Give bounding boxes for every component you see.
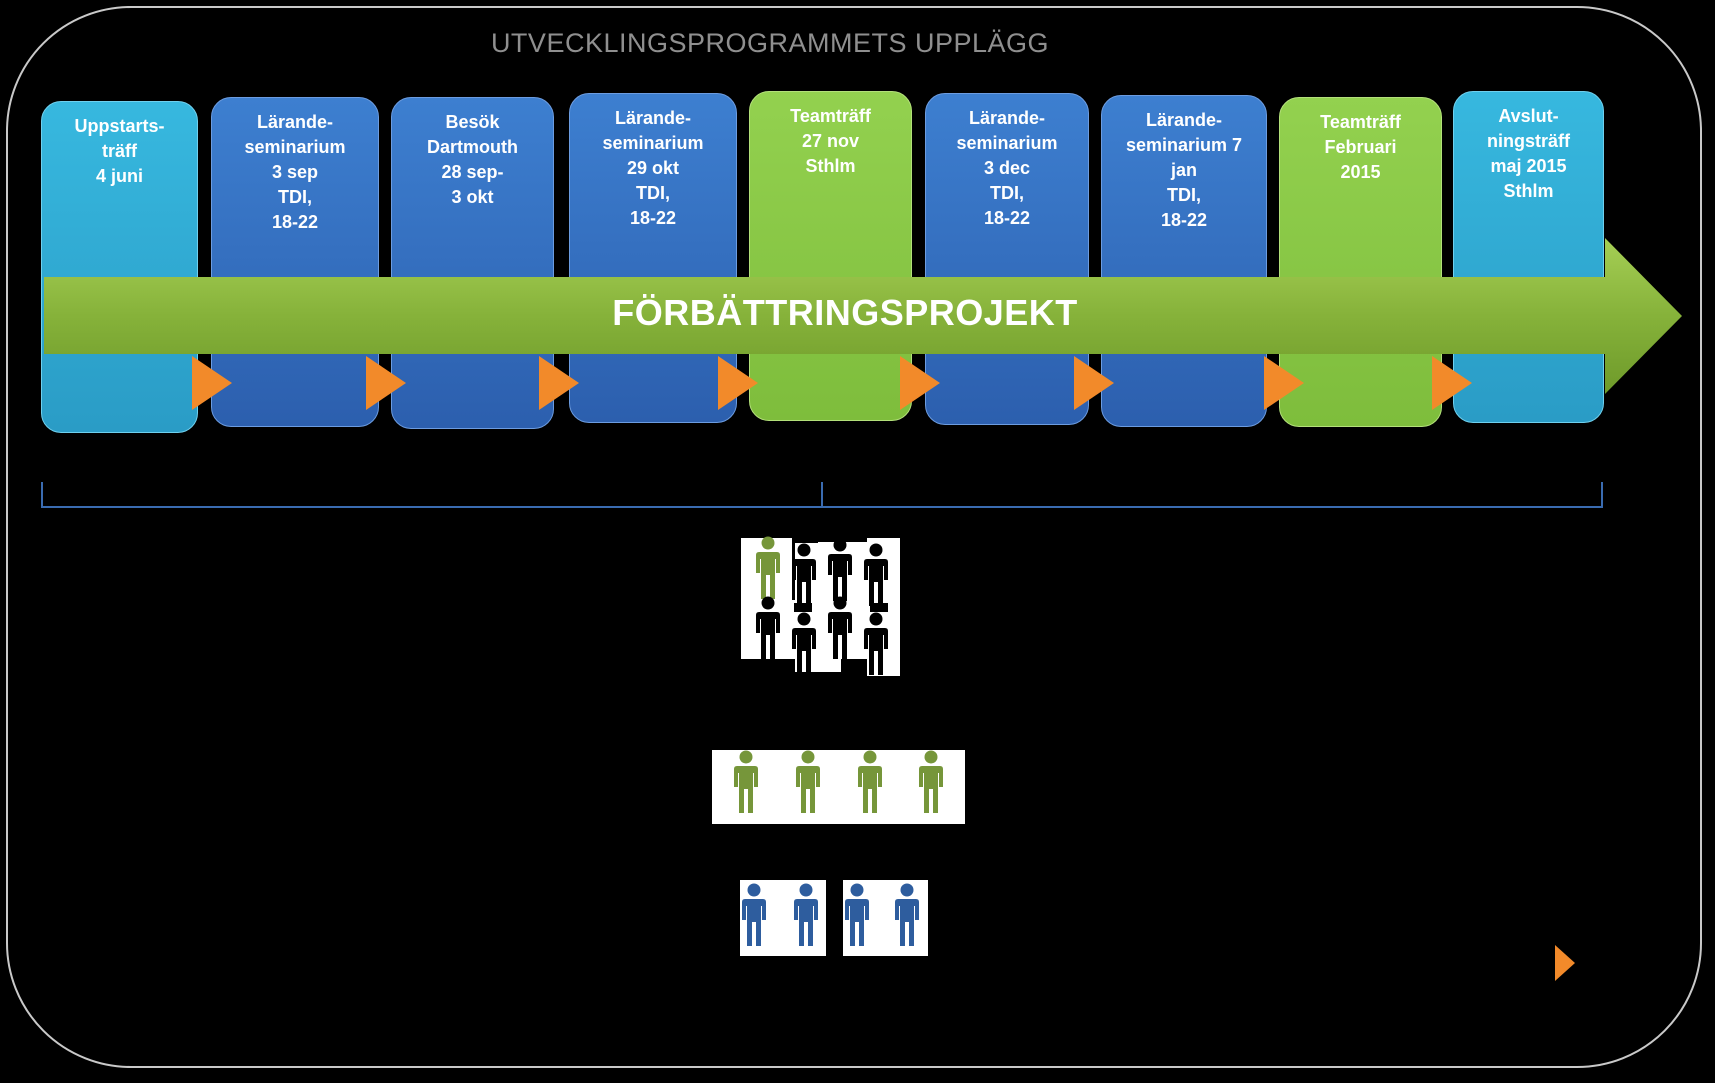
milestone-label: Lärande- seminarium 3 dec TDI, 18-22 [956,108,1058,228]
milestone-card-4: Lärande- seminarium 29 okt TDI, 18-22 [569,93,737,423]
milestone-card-2: Lärande- seminarium 3 sep TDI, 18-22 [211,97,379,427]
milestone-label: Avslut- ningsträff maj 2015 Sthlm [1487,106,1570,201]
banner-title: FÖRBÄTTRINGSPROJEKT [612,292,1078,333]
milestone-card-6: Lärande- seminarium 3 dec TDI, 18-22 [925,93,1089,425]
milestone-label: Lärande- seminarium 29 okt TDI, 18-22 [602,108,704,228]
milestone-label: Besök Dartmouth 28 sep- 3 okt [427,112,518,207]
milestone-card-9: Avslut- ningsträff maj 2015 Sthlm [1453,91,1604,423]
milestone-card-8: Teamträff Februari 2015 [1279,97,1442,427]
orange-triangle-icon [1432,356,1472,410]
milestone-card-1: Uppstarts- träff 4 juni [41,101,198,433]
orange-triangle-icon [1555,945,1575,981]
team-group [741,536,900,676]
orange-triangle-icon [1264,356,1304,410]
orange-triangle-icon [1074,356,1114,410]
orange-triangle-icon [900,356,940,410]
milestone-label: Teamträff Februari 2015 [1320,112,1401,182]
milestone-card-7: Lärande- seminarium 7 jan TDI, 18-22 [1101,95,1267,427]
milestone-label: Uppstarts- träff 4 juni [74,116,165,186]
orange-triangle-icon [718,356,758,410]
milestone-label: Lärande- seminarium 3 sep TDI, 18-22 [244,112,346,232]
outer-frame [6,6,1702,1068]
blue-people-group [740,880,928,956]
orange-triangle-icon [366,356,406,410]
orange-triangle-icon [539,356,579,410]
milestone-card-3: Besök Dartmouth 28 sep- 3 okt [391,97,554,429]
page-title: UTVECKLINGSPROGRAMMETS UPPLÄGG [490,28,1050,58]
orange-triangle-icon [192,356,232,410]
green-people-group [712,750,965,824]
milestone-label: Teamträff 27 nov Sthlm [790,106,871,176]
milestone-card-5: Teamträff 27 nov Sthlm [749,91,912,421]
milestone-label: Lärande- seminarium 7 jan TDI, 18-22 [1125,110,1243,230]
